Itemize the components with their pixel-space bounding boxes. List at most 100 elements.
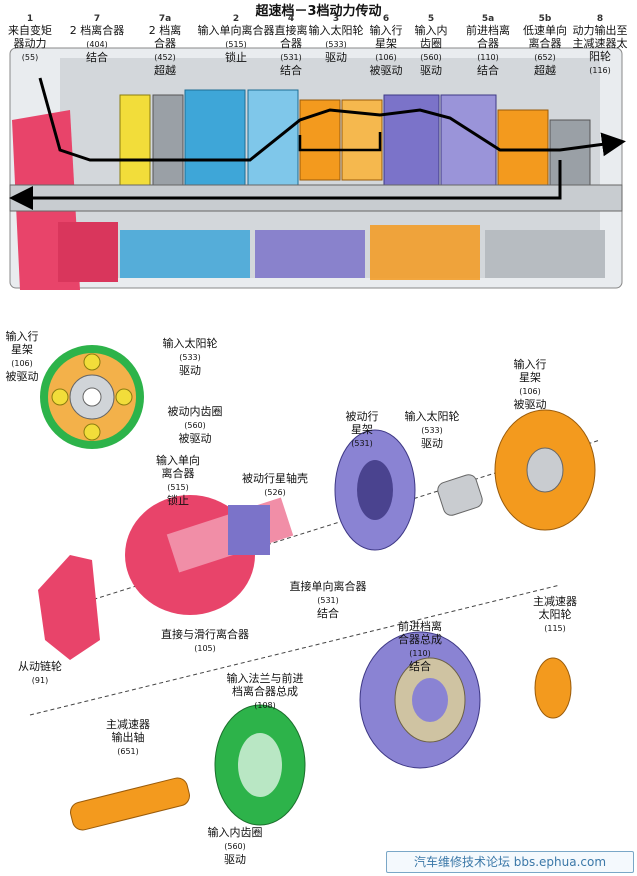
label-number: 2	[232, 14, 240, 24]
input-sun-shape	[437, 474, 483, 516]
power-flow-upper	[38, 77, 626, 162]
label-p-forward-clutch: 前进档离合器总成(110)结合	[398, 620, 442, 673]
label-p-sun-end: 输入太阳轮(533)驱动	[163, 337, 218, 377]
input-carrier-hub	[526, 447, 564, 493]
end-pinion-4	[51, 388, 69, 406]
label-line: 档离合器总成	[232, 685, 298, 698]
label-p-input-sun: 输入太阳轮(533)驱动	[405, 410, 460, 450]
part-number: (560)	[224, 842, 246, 851]
part-state: 超越	[154, 64, 176, 77]
cutaway-section	[9, 47, 626, 290]
label-line: 合器总成	[398, 633, 442, 646]
label-line: 2 档离	[148, 24, 182, 37]
label-line: 被动内齿圈	[167, 405, 223, 418]
label-line: 从动链轮	[18, 660, 62, 673]
final-shaft-shape	[70, 777, 190, 831]
part-state: 驱动	[420, 64, 442, 77]
part-state: 被驱动	[178, 432, 212, 445]
part-state: 锁止	[225, 51, 247, 64]
part-number: (652)	[534, 53, 556, 62]
forward-clutch-block	[440, 94, 497, 186]
label-number: 6	[382, 14, 390, 24]
label-line: 输入行	[513, 358, 547, 371]
label-line: 星架	[11, 343, 33, 356]
lower-blue-stack	[120, 230, 250, 278]
part-state: 被驱动	[5, 370, 39, 383]
part-number: (531)	[351, 439, 373, 448]
label-number: 7a	[158, 14, 172, 24]
label-p-final-shaft: 主减速器输出轴(651)	[106, 718, 150, 758]
label-number: 3	[332, 14, 340, 24]
label-line: 齿圈	[420, 37, 442, 50]
label-p-reaction-shell: 被动行星轴壳(526)	[242, 472, 308, 499]
part-number: (106)	[375, 53, 397, 62]
power-flow-planetary	[298, 132, 382, 152]
part-number: (531)	[280, 53, 302, 62]
label-line: 合器	[154, 37, 176, 50]
input-ring-bore	[238, 733, 282, 797]
power-flow-shaft	[9, 160, 562, 210]
part-number: (533)	[325, 40, 347, 49]
end-view-gearset	[40, 345, 144, 449]
label-line: 阳轮	[589, 50, 611, 63]
label-line: 星架	[375, 37, 397, 50]
label-line: 输入行	[5, 330, 39, 343]
reaction-shell-shape	[228, 505, 270, 555]
part-number: (106)	[11, 359, 33, 368]
label-p-input-carrier: 输入行星架(106)被驱动	[514, 358, 547, 411]
part-number: (404)	[86, 40, 108, 49]
part-number: (108)	[254, 701, 276, 710]
label-line: 太阳轮	[538, 608, 572, 621]
label-number: 7	[93, 14, 101, 24]
part-number: (55)	[21, 53, 39, 62]
lower-purple-stack	[255, 230, 365, 278]
input-sprag-block	[184, 89, 246, 186]
label-line: 直接与滑行离合器	[161, 628, 249, 641]
label-line: 输入太阳轮	[404, 410, 460, 423]
part-state: 被驱动	[513, 398, 547, 411]
label-p-final-sun: 主减速器太阳轮(115)	[533, 595, 577, 635]
label-p-reaction-carrier: 被动行星架(531)	[346, 410, 379, 450]
label-line: 主减速器太	[572, 37, 628, 50]
part-state: 结合	[409, 660, 431, 673]
part-state: 驱动	[421, 437, 443, 450]
label-line: 离合器	[161, 467, 195, 480]
final-sun-block	[549, 119, 591, 191]
part-state: 结合	[280, 64, 302, 77]
part-number: (91)	[31, 676, 49, 685]
label-line: 星架	[351, 423, 373, 436]
label-p-input-sprag: 输入单向离合器(515)锁止	[156, 454, 200, 507]
part-number: (106)	[519, 387, 541, 396]
label-p-driven-sprocket: 从动链轮 (91)	[18, 660, 62, 687]
part-number: (533)	[179, 353, 201, 362]
label-number: 5	[427, 14, 435, 24]
part-state: 被驱动	[369, 64, 403, 77]
second-clutch-pack	[119, 94, 151, 186]
label-line: 直接单向离合器	[289, 580, 367, 593]
lower-orange-stack	[370, 225, 480, 280]
label-line: 前进档离	[398, 620, 442, 633]
part-number: (515)	[225, 40, 247, 49]
second-roller-clutch	[152, 94, 184, 186]
part-number: (526)	[264, 488, 286, 497]
input-ring-block	[383, 94, 440, 186]
label-line: 合器	[280, 37, 302, 50]
part-number: (560)	[420, 53, 442, 62]
label-line: 器动力	[13, 37, 47, 50]
end-pinion-3	[83, 423, 101, 441]
label-line: 离合器	[528, 37, 562, 50]
watermark: 汽车维修技术论坛 bbs.ephua.com	[386, 851, 634, 873]
label-p-direct-sprag: 直接单向离合器(531)结合	[290, 580, 367, 620]
label-line: 输入行	[369, 24, 403, 37]
label-number: 4	[287, 14, 295, 24]
forward-clutch-hub	[412, 678, 448, 722]
